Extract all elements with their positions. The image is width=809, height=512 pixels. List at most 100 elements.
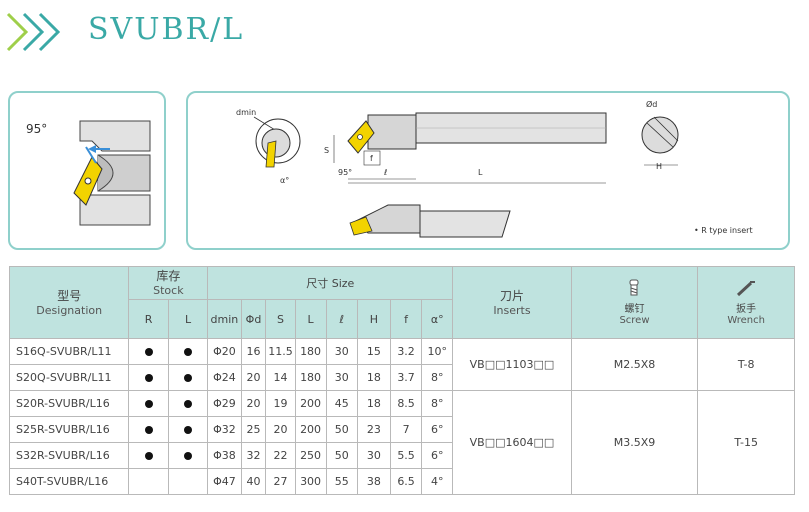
stock-l-cell: [167, 442, 209, 469]
s-cell: 11.5: [265, 338, 296, 365]
page-title: SVUBR/L: [88, 12, 245, 47]
in-stock-dot: [144, 426, 153, 434]
size-header: 尺寸 Size: [207, 266, 454, 300]
col-ell-header: ℓ: [325, 299, 358, 339]
stock-l-cell: [167, 338, 209, 365]
screw-header: 螺钉 Screw: [570, 266, 699, 339]
s-cell: 22: [265, 442, 296, 469]
designation-cell: S16Q-SVUBR/L11: [8, 338, 130, 365]
length-cell: 250: [294, 442, 327, 469]
ell-cell: 30: [325, 338, 358, 365]
insert-cell: VB□□1604□□: [452, 390, 572, 495]
col-d-header: Φd: [240, 299, 267, 339]
alpha-cell: 6°: [421, 442, 454, 469]
stock-r-cell: [128, 442, 169, 469]
d-cell: 32: [240, 442, 267, 469]
s-cell: 20: [265, 416, 296, 443]
spec-table: 型号 Designation 库存 Stock 尺寸 Size 刀片 Inser…: [8, 266, 795, 495]
designation-cell: S32R-SVUBR/L16: [8, 442, 130, 469]
ell-label: ℓ: [383, 168, 387, 177]
stock-r-cell: [128, 338, 169, 365]
s-cell: 14: [265, 364, 296, 391]
wrench-icon: [737, 281, 756, 297]
wrench-cell: T-8: [697, 338, 795, 391]
ell-cell: 50: [325, 442, 358, 469]
col-alpha-header: α°: [421, 299, 454, 339]
stock-l-cell: [167, 468, 209, 495]
d-cell: 20: [240, 390, 267, 417]
designation-cell: S40T-SVUBR/L16: [8, 468, 130, 495]
dmin-cell: Φ24: [207, 364, 242, 391]
l-label: L: [478, 168, 483, 177]
dmin-cell: Φ38: [207, 442, 242, 469]
phid-label: Ød: [646, 99, 657, 109]
screw-cell: M2.5X8: [570, 338, 699, 391]
d-cell: 20: [240, 364, 267, 391]
h-cell: 23: [356, 416, 392, 443]
col-l-header: L: [294, 299, 327, 339]
designation-header: 型号 Designation: [8, 266, 130, 339]
length-cell: 180: [294, 364, 327, 391]
h-cell: 18: [356, 364, 392, 391]
dmin-cell: Φ20: [207, 338, 242, 365]
dmin-cell: Φ32: [207, 416, 242, 443]
insert-cell: VB□□1103□□: [452, 338, 572, 391]
stock-r-cell: [128, 416, 169, 443]
h-cell: 30: [356, 442, 392, 469]
d-cell: 40: [240, 468, 267, 495]
d-cell: 16: [240, 338, 267, 365]
stock-header: 库存 Stock: [128, 266, 209, 300]
inserts-header: 刀片 Inserts: [452, 266, 572, 339]
screw-icon: [629, 279, 639, 296]
stock-l-header: L: [167, 299, 209, 339]
stock-r-cell: [128, 468, 169, 495]
stock-r-cell: [128, 364, 169, 391]
approach-angle-drawing: 95°: [26, 120, 151, 226]
s-label: S: [324, 146, 329, 155]
h-cell: 18: [356, 390, 392, 417]
in-stock-dot: [184, 374, 193, 382]
in-stock-dot: [184, 400, 193, 408]
angle95-label: 95°: [338, 168, 352, 177]
s-cell: 19: [265, 390, 296, 417]
wrench-cell: T-15: [697, 390, 795, 495]
f-cell: 7: [389, 416, 423, 443]
in-stock-dot: [144, 374, 153, 382]
approach-angle-diagram: 95°: [8, 91, 166, 250]
angle-label: 95°: [26, 122, 47, 136]
alpha-label: α°: [280, 176, 289, 185]
screw-cell: M3.5X9: [570, 390, 699, 495]
stock-l-cell: [167, 364, 209, 391]
alpha-cell: 4°: [421, 468, 454, 495]
alpha-cell: 8°: [421, 364, 454, 391]
wrench-header: 扳手 Wrench: [697, 266, 795, 339]
ell-cell: 45: [325, 390, 358, 417]
ell-cell: 30: [325, 364, 358, 391]
in-stock-dot: [184, 348, 193, 356]
alpha-cell: 6°: [421, 416, 454, 443]
col-f-header: f: [389, 299, 423, 339]
in-stock-dot: [144, 452, 153, 460]
length-cell: 200: [294, 390, 327, 417]
f-cell: 6.5: [389, 468, 423, 495]
stock-l-cell: [167, 390, 209, 417]
length-cell: 180: [294, 338, 327, 365]
stock-r-cell: [128, 390, 169, 417]
length-cell: 200: [294, 416, 327, 443]
col-s-header: S: [265, 299, 296, 339]
designation-cell: S25R-SVUBR/L16: [8, 416, 130, 443]
ell-cell: 50: [325, 416, 358, 443]
designation-cell: S20Q-SVUBR/L11: [8, 364, 130, 391]
dmin-label: dmin: [236, 108, 256, 117]
f-cell: 3.7: [389, 364, 423, 391]
insert-type-note: • R type insert: [694, 226, 753, 235]
h-cell: 38: [356, 468, 392, 495]
page-header: SVUBR/L: [0, 0, 809, 70]
ell-cell: 55: [325, 468, 358, 495]
